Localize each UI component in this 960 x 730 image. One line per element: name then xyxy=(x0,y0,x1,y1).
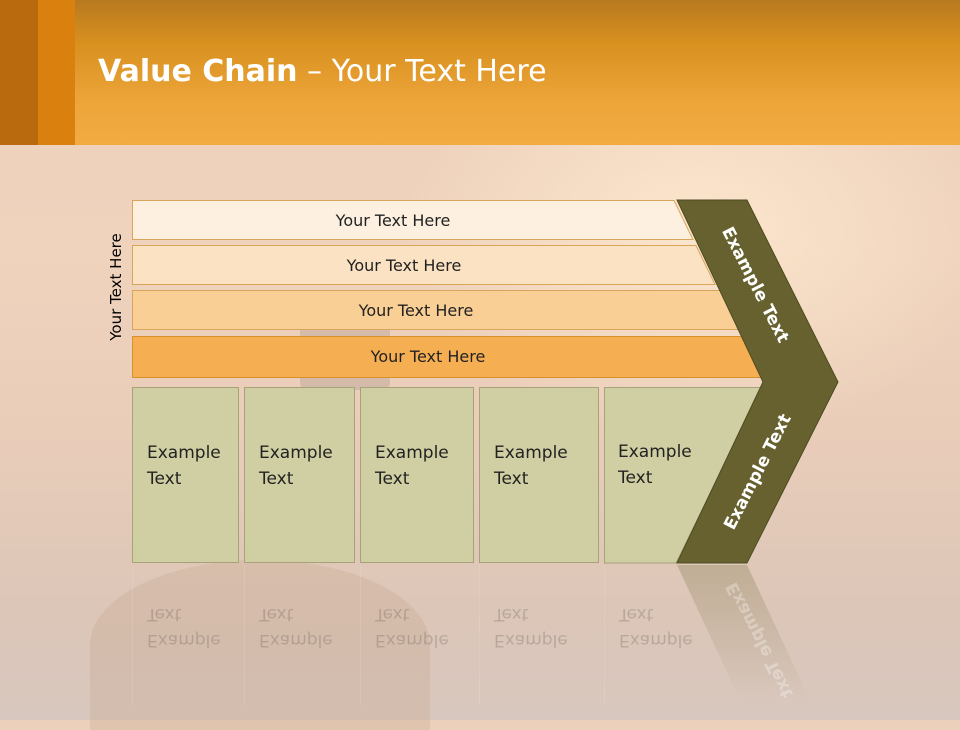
primary-activity-4: Example Text xyxy=(479,387,599,563)
accent-stripe-light xyxy=(38,0,75,145)
support-row-4: Your Text Here xyxy=(132,336,764,378)
activity-label: Example Text xyxy=(375,443,449,489)
support-row-2: Your Text Here xyxy=(132,245,716,285)
activity-label: Example Text xyxy=(494,443,568,489)
primary-activity-2: Example Text xyxy=(244,387,355,563)
primary-activity-5: Example Text xyxy=(604,387,692,491)
support-row-label: Your Text Here xyxy=(370,346,486,366)
title-bar xyxy=(0,0,960,145)
activity-label: Example Text xyxy=(618,442,692,488)
primary-activity-3: Example Text xyxy=(360,387,474,563)
slide-title: Value Chain – Your Text Here xyxy=(98,54,547,89)
support-row-label: Your Text Here xyxy=(335,210,451,230)
background-hill xyxy=(90,560,430,730)
accent-stripe-dark xyxy=(0,0,38,145)
activity-label: Example Text xyxy=(259,443,333,489)
support-row-label: Your Text Here xyxy=(346,255,462,275)
support-row-3: Your Text Here xyxy=(132,290,740,330)
primary-activity-5-shape xyxy=(604,387,763,564)
activity-label: Example Text xyxy=(147,443,221,489)
support-row-1: Your Text Here xyxy=(132,200,694,240)
support-row-label: Your Text Here xyxy=(358,300,474,320)
primary-activity-1: Example Text xyxy=(132,387,239,563)
